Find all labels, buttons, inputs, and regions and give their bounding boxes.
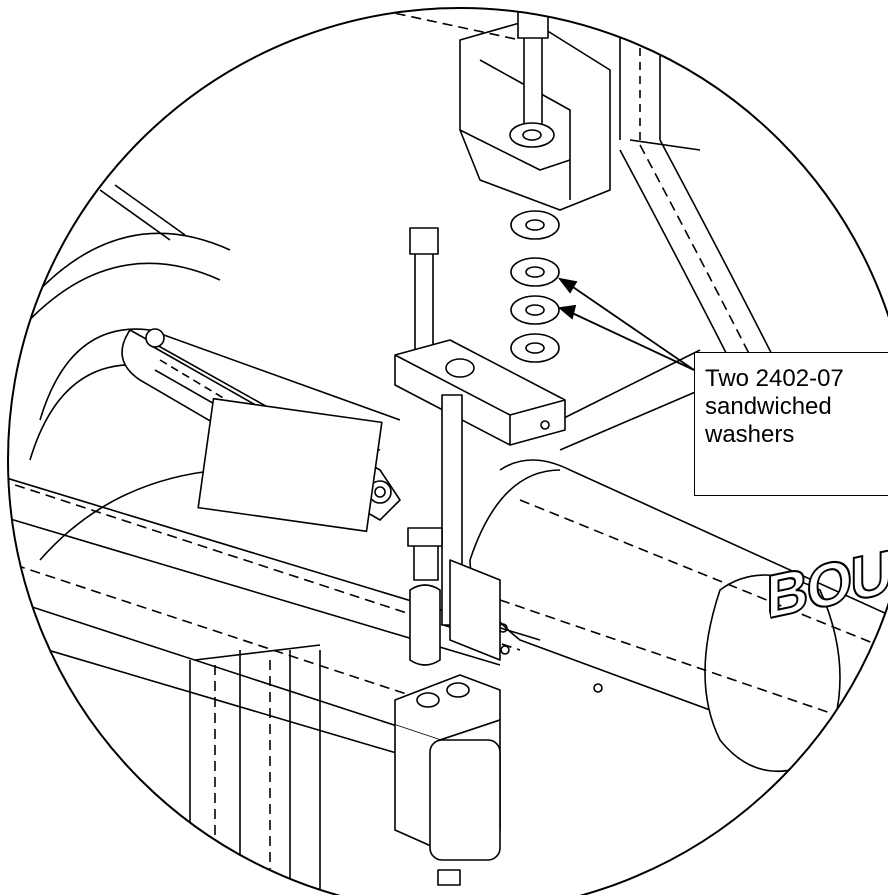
- leader-arrows: [557, 277, 695, 371]
- end-block: [394, 674, 501, 886]
- detail-circle: [7, 7, 888, 895]
- lower-bolt: [407, 527, 501, 666]
- vertical-legs: [189, 644, 321, 895]
- top-bracket: [459, 9, 701, 211]
- callout-box: Two 2402-07 sandwiched washers: [694, 352, 888, 496]
- lever-arm: [121, 328, 401, 533]
- callout-line-2: sandwiched: [705, 393, 832, 420]
- callout-line-3: washers: [705, 421, 795, 448]
- washer-stack: [510, 210, 560, 363]
- callout-line-1: Two 2402-07: [705, 365, 844, 392]
